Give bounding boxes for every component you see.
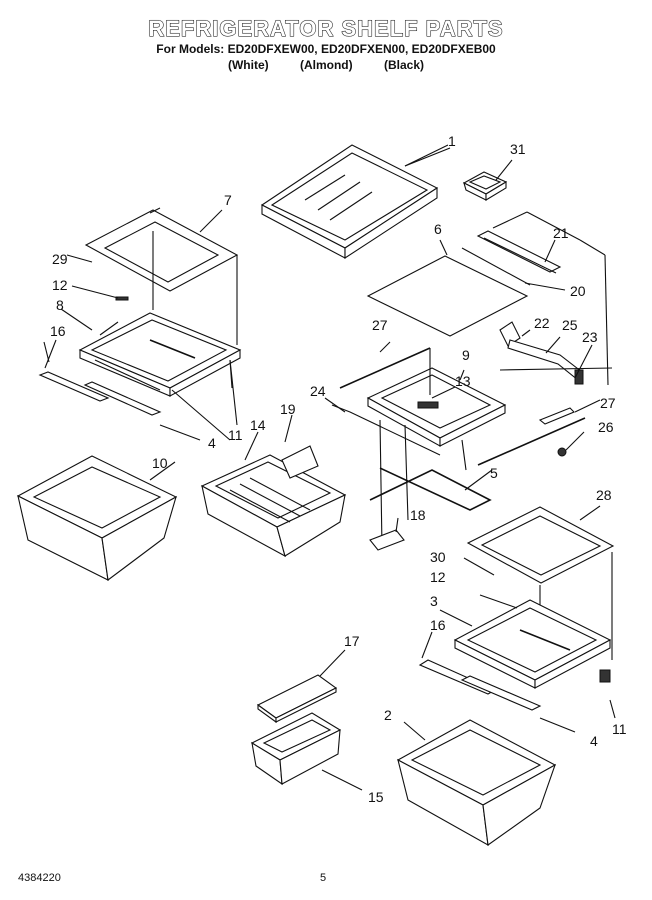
part-10-crisper-drawer-left xyxy=(16,455,178,581)
part-9-shelf-frame-middle xyxy=(366,348,507,447)
part-16-4-trim-strips-right xyxy=(418,631,616,733)
document-number: 4384220 xyxy=(18,872,61,884)
callout-9: 9 xyxy=(462,347,470,363)
model-list: For Models: ED20DFXEW00, ED20DFXEN00, ED… xyxy=(156,42,496,56)
part-15-bin xyxy=(250,712,363,791)
part-3-shelf-frame-right xyxy=(439,594,612,689)
callout-16-left: 16 xyxy=(50,323,66,339)
callout-2: 2 xyxy=(384,707,392,723)
callout-10: 10 xyxy=(152,455,168,471)
callout-13: 13 xyxy=(455,373,471,389)
part-31-small-bin xyxy=(462,159,513,201)
callout-19: 19 xyxy=(280,401,296,417)
callout-7: 7 xyxy=(224,192,232,208)
callout-3: 3 xyxy=(430,593,438,609)
callout-30: 30 xyxy=(430,549,446,565)
callout-25: 25 xyxy=(562,317,578,333)
callout-24: 24 xyxy=(310,383,326,399)
callout-18: 18 xyxy=(410,507,426,523)
callout-27-upper: 27 xyxy=(372,317,388,333)
part-27-26-rod-screw xyxy=(477,399,601,466)
callout-20: 20 xyxy=(570,283,586,299)
part-16-4-trim-strips-left xyxy=(38,339,201,441)
callout-14: 14 xyxy=(250,417,266,433)
callout-26: 26 xyxy=(598,419,614,435)
callout-12-left: 12 xyxy=(52,277,68,293)
part-24-divider xyxy=(324,397,467,549)
part-22-25-23-bracket xyxy=(499,321,613,385)
callout-5: 5 xyxy=(490,465,498,481)
part-6-shelf-panel xyxy=(366,239,529,337)
part-11-rails-left xyxy=(171,359,238,441)
callout-8: 8 xyxy=(56,297,64,313)
part-2-crisper-drawer-right xyxy=(396,719,557,847)
part-28-glass-panel-right xyxy=(463,505,615,660)
callout-11-left: 11 xyxy=(228,427,243,443)
callout-31: 31 xyxy=(510,141,526,157)
callout-17: 17 xyxy=(344,633,360,649)
color-variants: (White) (Almond) (Black) xyxy=(0,58,652,72)
callout-27-lower: 27 xyxy=(600,395,616,411)
leader-lines xyxy=(43,147,451,363)
callout-21: 21 xyxy=(553,225,569,241)
callout-28: 28 xyxy=(596,487,612,503)
callout-23: 23 xyxy=(582,329,598,345)
color-almond: (Almond) xyxy=(299,58,353,72)
part-1-glass-shelf xyxy=(260,144,449,260)
callout-6: 6 xyxy=(434,221,442,237)
callout-1: 1 xyxy=(448,133,456,149)
callout-15: 15 xyxy=(368,789,384,805)
callout-11-right: 11 xyxy=(612,721,627,737)
part-14-19-meat-drawer xyxy=(200,414,347,558)
color-black: (Black) xyxy=(383,58,424,72)
callout-4-right: 4 xyxy=(590,733,598,749)
part-5-wire-rail xyxy=(369,467,493,511)
callout-16-right: 16 xyxy=(430,617,446,633)
part-7-glass-panel-left xyxy=(84,207,239,345)
callout-12-right: 12 xyxy=(430,569,446,585)
callout-labels: 1 31 7 6 21 29 12 20 8 27 22 25 16 23 9 … xyxy=(50,133,627,805)
color-white: (White) xyxy=(227,58,269,72)
part-18-clip xyxy=(369,517,405,551)
part-27-rod-upper xyxy=(339,341,431,389)
page-title: REFRIGERATOR SHELF PARTS xyxy=(148,16,504,42)
page-number: 5 xyxy=(320,872,327,884)
part-21-20-shelf-rail xyxy=(461,211,609,386)
callout-29: 29 xyxy=(52,251,68,267)
callout-4-left: 4 xyxy=(208,435,216,451)
callout-22: 22 xyxy=(534,315,550,331)
part-8-shelf-frame-left xyxy=(60,254,242,397)
part-17-bin-lid xyxy=(256,649,346,724)
